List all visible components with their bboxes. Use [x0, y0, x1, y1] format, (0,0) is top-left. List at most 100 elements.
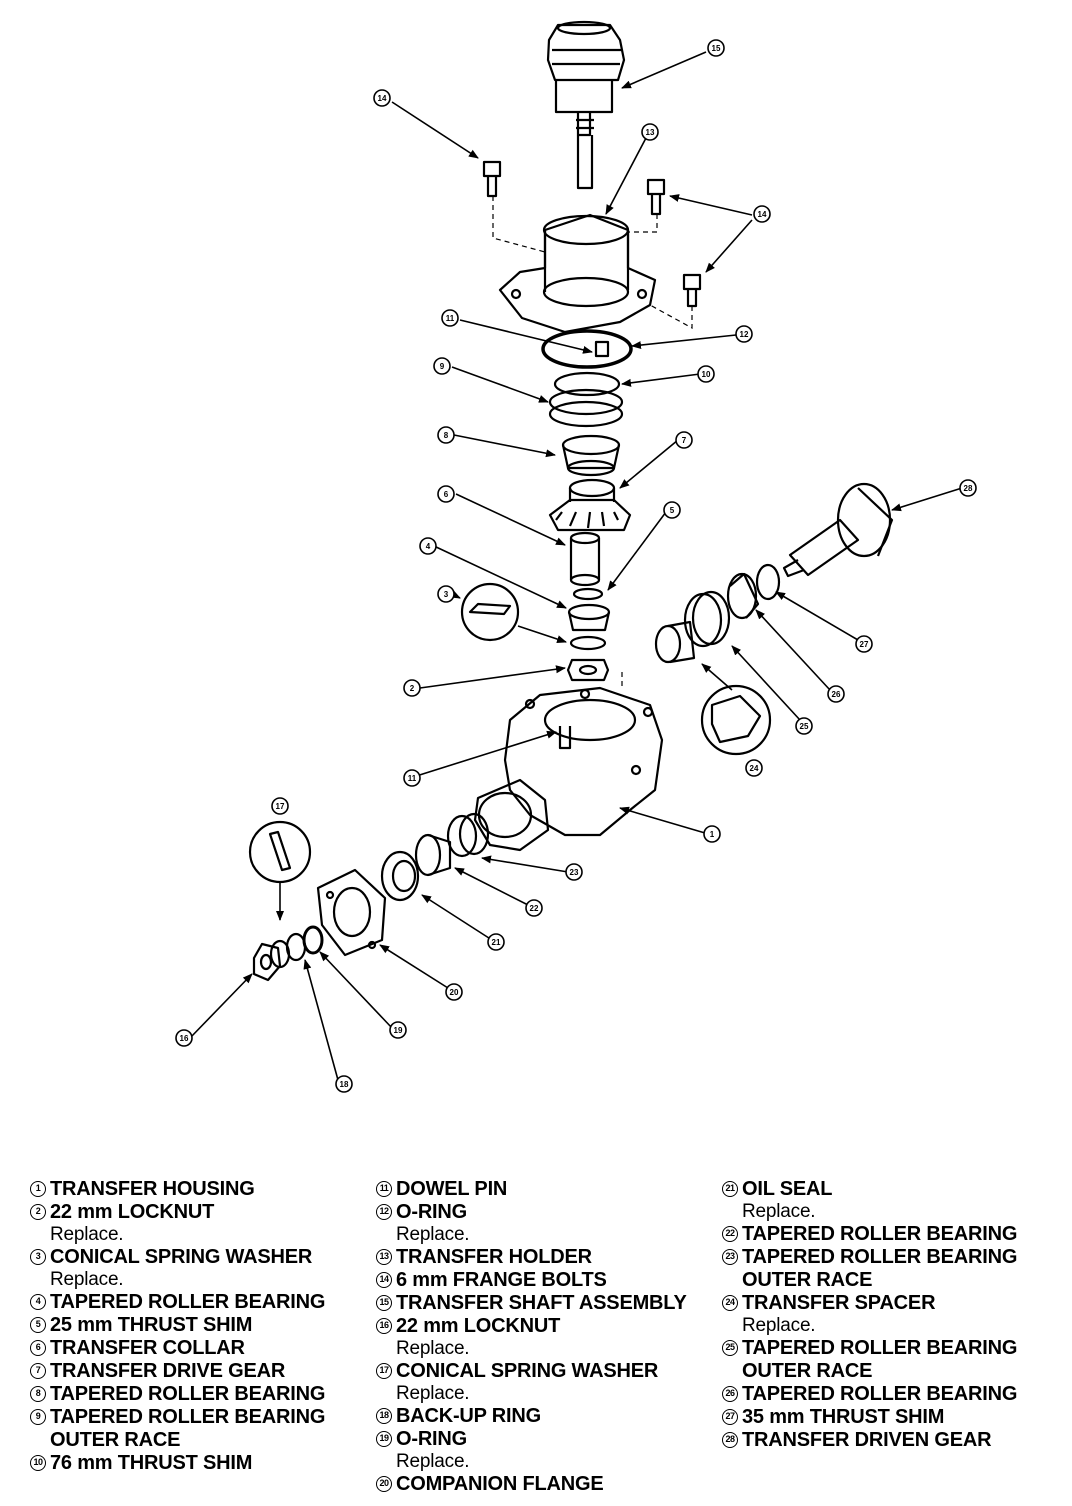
legend-note: Replace.	[396, 1224, 470, 1245]
tapered-roller-bearing-22	[414, 833, 452, 877]
legend-note: Replace.	[396, 1383, 470, 1404]
callout-3: 3	[437, 585, 455, 603]
legend-part-name: TAPERED ROLLER BEARING	[742, 1337, 1018, 1359]
legend-part-name: 25 mm THRUST SHIM	[50, 1314, 253, 1336]
callout-number: 2	[410, 684, 415, 693]
legend-part-name: TRANSFER COLLAR	[50, 1337, 245, 1359]
legend-part-name: TAPERED ROLLER BEARING	[50, 1291, 326, 1313]
legend-number-badge: 8	[30, 1386, 46, 1402]
transfer-shaft-assembly	[546, 20, 626, 190]
callout-circle	[753, 205, 771, 223]
legend-part-name: O-RING	[396, 1201, 468, 1223]
legend-part-name: 22 mm LOCKNUT	[396, 1315, 561, 1337]
legend-number-badge: 28	[722, 1432, 738, 1448]
legend-number-badge: 22	[722, 1226, 738, 1242]
legend-note: Replace.	[742, 1315, 816, 1336]
callout-circle	[855, 635, 873, 653]
legend-number-badge: 4	[30, 1294, 46, 1310]
callout-circle	[565, 863, 583, 881]
callout-circle	[445, 983, 463, 1001]
thrust-shim-76	[553, 371, 621, 397]
callout-circle	[335, 1075, 353, 1093]
legend-number-badge: 10	[30, 1455, 46, 1471]
callout-circle	[641, 123, 659, 141]
legend-part-name: COMPANION FLANGE	[396, 1473, 604, 1495]
callout-circle	[707, 39, 725, 57]
legend-part-name: CONICAL SPRING WASHER	[396, 1360, 659, 1382]
callout-5: 5	[663, 501, 681, 519]
legend-part-name: TAPERED ROLLER BEARING	[742, 1223, 1018, 1245]
locknut-16	[252, 942, 282, 982]
legend-part-name: 6 mm FRANGE BOLTS	[396, 1269, 607, 1291]
callout-number: 14	[758, 210, 767, 219]
callout-10: 10	[697, 365, 715, 383]
transfer-drive-gear	[548, 478, 632, 532]
callout-22: 22	[525, 899, 543, 917]
callout-11: 11	[403, 769, 421, 787]
legend-number-badge: 5	[30, 1317, 46, 1333]
legend-note: Replace.	[50, 1224, 124, 1245]
callout-circle	[437, 426, 455, 444]
callout-circle	[175, 1029, 193, 1047]
legend-number-badge: 9	[30, 1409, 46, 1425]
callout-number: 3	[444, 590, 449, 599]
callout-number: 4	[426, 542, 431, 551]
legend-part-name: 22 mm LOCKNUT	[50, 1201, 215, 1223]
callout-number: 12	[740, 330, 749, 339]
callout-14: 14	[753, 205, 771, 223]
legend-part-name: DOWEL PIN	[396, 1178, 508, 1200]
thrust-shim-25	[572, 587, 604, 601]
transfer-collar	[569, 531, 601, 587]
callout-circle	[373, 89, 391, 107]
legend-number-badge: 16	[376, 1318, 392, 1334]
callout-number: 17	[276, 802, 285, 811]
callout-25: 25	[795, 717, 813, 735]
callout-number: 5	[670, 506, 675, 515]
legend-part-name: OIL SEAL	[742, 1178, 833, 1200]
callout-number: 7	[682, 436, 687, 445]
callout-14: 14	[373, 89, 391, 107]
conical-spring-washer-3	[569, 635, 607, 651]
legend-number-badge: 7	[30, 1363, 46, 1379]
callout-number: 8	[444, 431, 449, 440]
legend-number-badge: 2	[30, 1204, 46, 1220]
legend-part-name: TAPERED ROLLER BEARING	[50, 1383, 326, 1405]
callout-12: 12	[735, 325, 753, 343]
callout-number: 9	[440, 362, 445, 371]
legend-part-name: TRANSFER SHAFT ASSEMBLY	[396, 1292, 687, 1314]
callout-number: 18	[340, 1080, 349, 1089]
callout-circle	[525, 899, 543, 917]
callout-19: 19	[389, 1021, 407, 1039]
transfer-driven-gear	[782, 482, 894, 578]
callout-6: 6	[437, 485, 455, 503]
callout-number: 15	[712, 44, 721, 53]
legend-number-badge: 14	[376, 1272, 392, 1288]
callout-13: 13	[641, 123, 659, 141]
callout-circle	[433, 357, 451, 375]
callout-4: 4	[419, 537, 437, 555]
callout-circle	[403, 679, 421, 697]
washer-detail-inset-17	[248, 820, 312, 884]
callout-2: 2	[403, 679, 421, 697]
transfer-holder	[498, 213, 657, 334]
callout-18: 18	[335, 1075, 353, 1093]
legend-number-badge: 25	[722, 1340, 738, 1356]
callout-26: 26	[827, 685, 845, 703]
legend-part-name: TRANSFER SPACER	[742, 1292, 936, 1314]
legend-part-name: TRANSFER DRIVE GEAR	[50, 1360, 286, 1382]
